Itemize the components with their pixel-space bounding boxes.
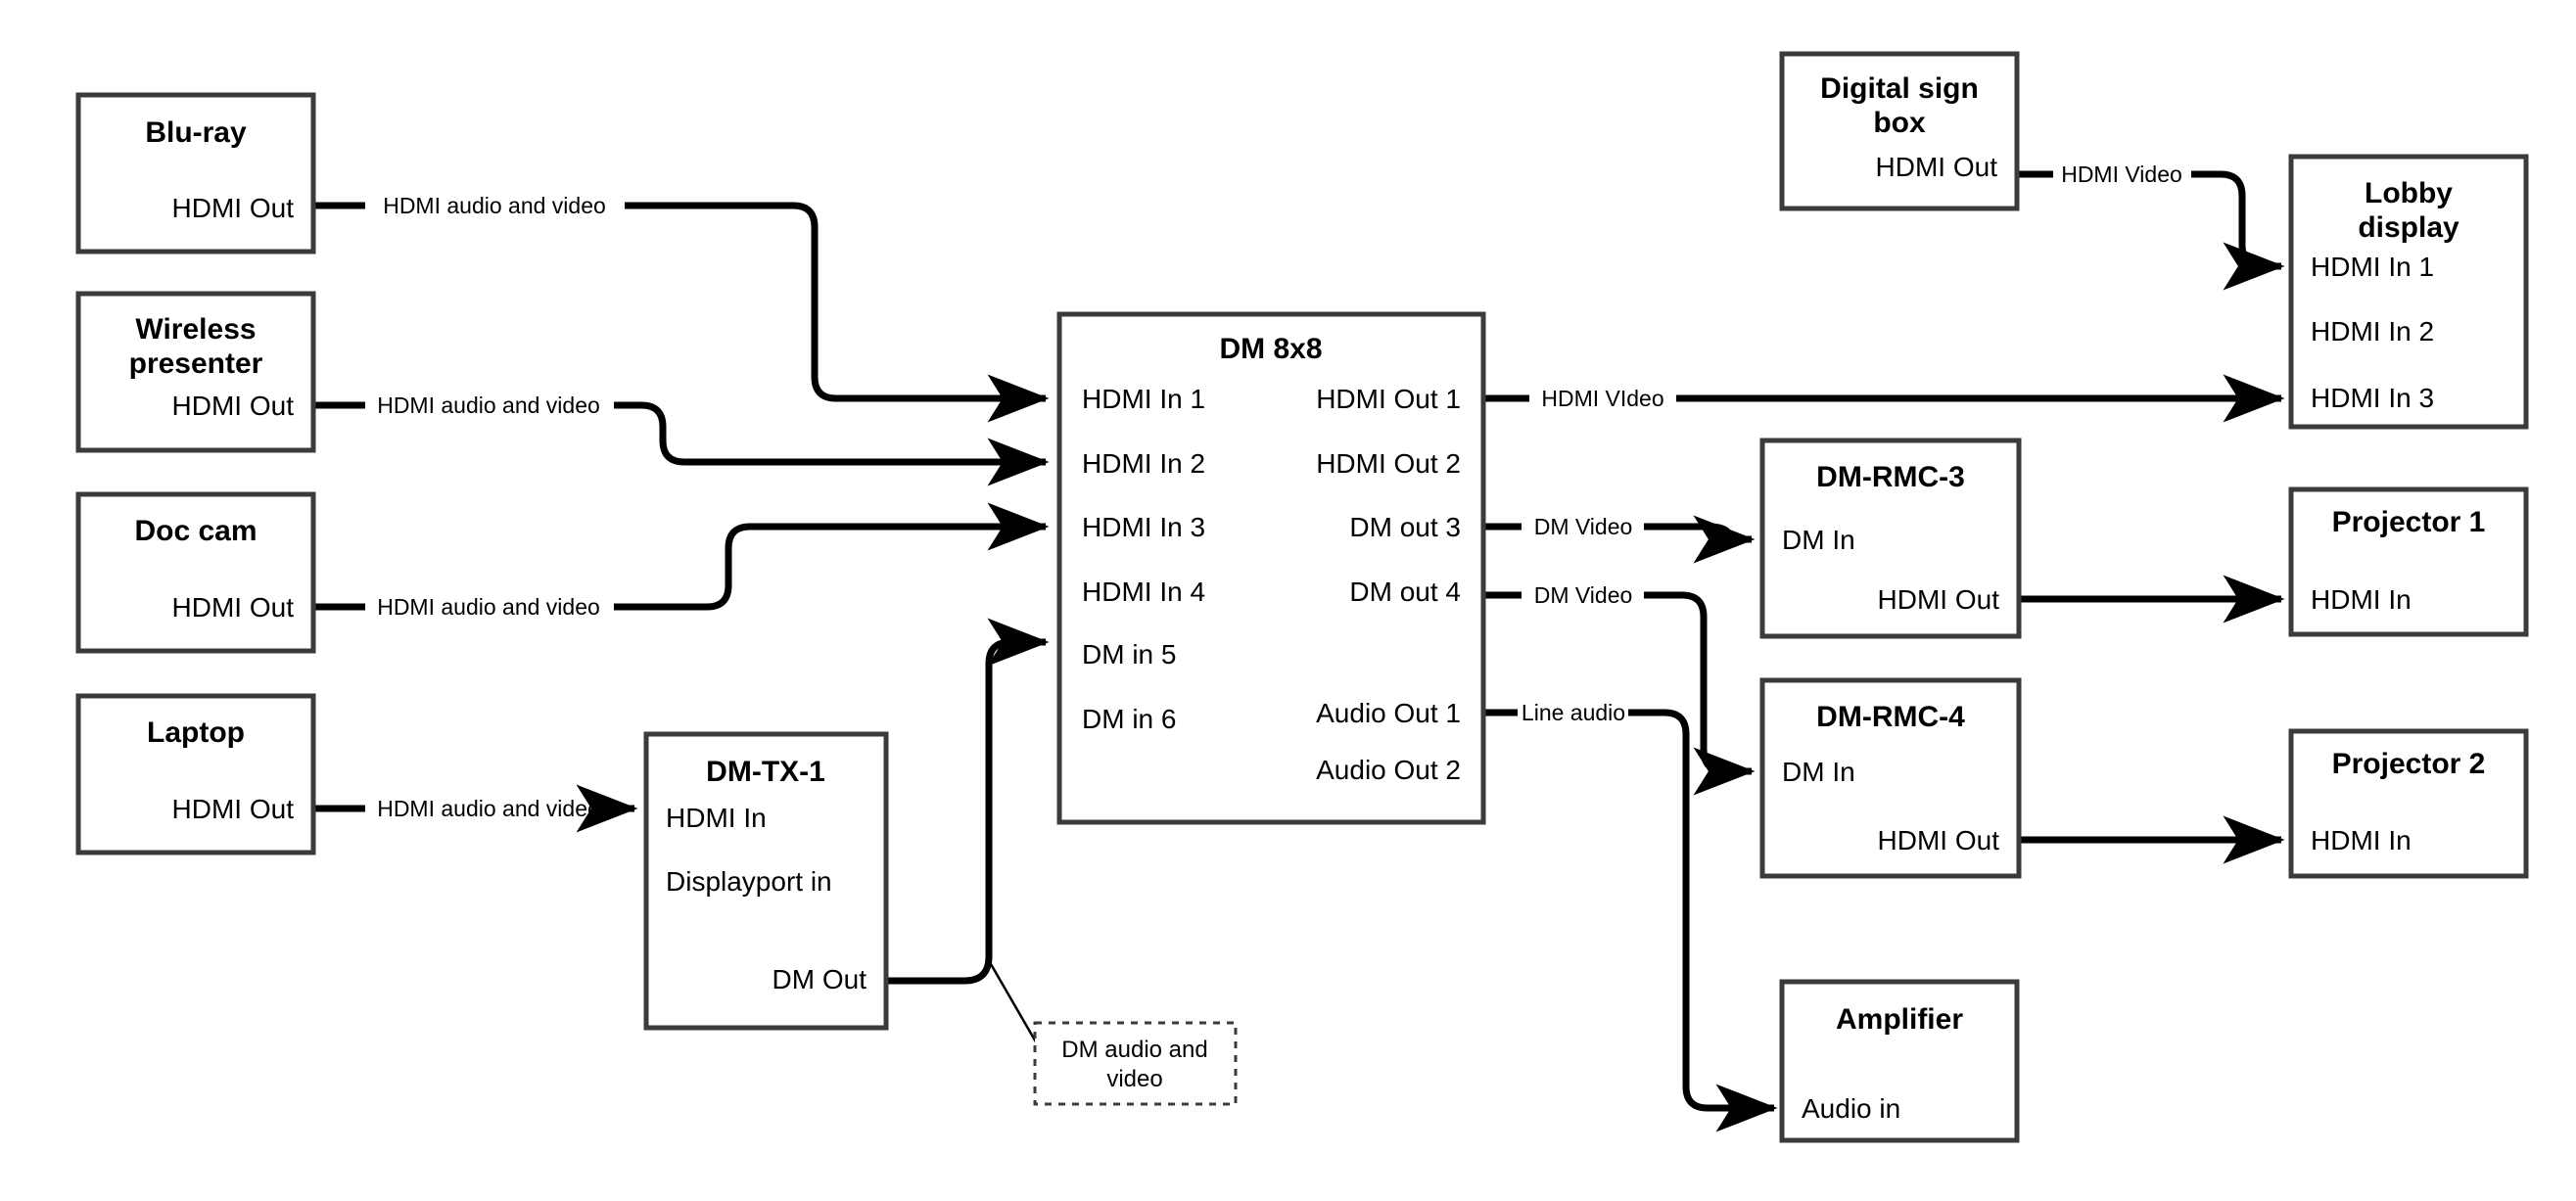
node-projector-1-title: Projector 1: [2332, 506, 2486, 538]
wire-dm8x8-audio1-to-amp: Line audio: [1483, 700, 1778, 1132]
node-laptop-title: Laptop: [147, 716, 245, 749]
edge-label-hdmi-video-out1: HDMI VIdeo: [1541, 386, 1663, 411]
node-dm-tx-1-title: DM-TX-1: [706, 756, 825, 788]
wire-bluray-to-dm8x8: HDMI audio and video: [313, 193, 1050, 423]
node-dm-8x8-port-dm-out-3: DM out 3: [1349, 512, 1461, 542]
node-wireless-presenter-title-line1: Wireless: [135, 313, 256, 346]
node-dm-8x8-port-hdmi-in-1: HDMI In 1: [1082, 384, 1205, 414]
node-dm-8x8-port-hdmi-out-2: HDMI Out 2: [1316, 448, 1461, 479]
node-lobby-display-port-hdmi-in-1: HDMI In 1: [2311, 252, 2434, 282]
annotation-line2: video: [1106, 1066, 1162, 1092]
node-lobby-display-port-hdmi-in-2: HDMI In 2: [2311, 316, 2434, 346]
node-bluray-port-hdmi-out: HDMI Out: [172, 193, 295, 223]
node-wireless-presenter-title-line2: presenter: [129, 347, 263, 380]
node-dm-8x8-port-hdmi-in-2: HDMI In 2: [1082, 448, 1205, 479]
node-lobby-display-port-hdmi-in-3: HDMI In 3: [2311, 383, 2434, 413]
node-dm-rmc-4-port-hdmi-out: HDMI Out: [1878, 825, 2000, 855]
node-dm-8x8-port-hdmi-in-4: HDMI In 4: [1082, 577, 1205, 607]
node-bluray-title: Blu-ray: [145, 116, 247, 149]
node-dm-rmc-3-port-dm-in: DM In: [1782, 525, 1855, 555]
node-doc-cam[interactable]: Doc cam HDMI Out: [75, 491, 316, 654]
wire-signbox-to-lobby: HDMI Video: [2017, 162, 2285, 291]
node-dm-rmc-4-port-dm-in: DM In: [1782, 757, 1855, 787]
node-dm-tx-1-port-hdmi-in: HDMI In: [666, 803, 767, 833]
node-dm-tx-1-port-dm-out: DM Out: [773, 964, 867, 994]
wire-wireless-to-dm8x8: HDMI audio and video: [313, 393, 1050, 486]
node-projector-1[interactable]: Projector 1 HDMI In: [2288, 486, 2529, 637]
node-projector-1-port-hdmi-in: HDMI In: [2311, 584, 2412, 615]
edge-label-bluray: HDMI audio and video: [383, 193, 606, 218]
node-dm-8x8-port-audio-out-1: Audio Out 1: [1316, 698, 1461, 728]
node-dm-8x8-port-hdmi-out-1: HDMI Out 1: [1316, 384, 1461, 414]
node-dm-8x8-port-dm-in-6: DM in 6: [1082, 704, 1176, 734]
edge-label-wireless: HDMI audio and video: [377, 393, 600, 418]
wire-dm8x8-out1-to-lobby: HDMI VIdeo: [1483, 374, 2285, 423]
node-dm-8x8-port-dm-in-5: DM in 5: [1082, 639, 1176, 670]
node-wireless-presenter[interactable]: Wireless presenter HDMI Out: [75, 291, 316, 453]
node-laptop[interactable]: Laptop HDMI Out: [75, 693, 316, 855]
node-doc-cam-title: Doc cam: [134, 515, 257, 547]
node-amplifier-title: Amplifier: [1836, 1003, 1963, 1036]
annotation-dm-audio-and-video: DM audio and video: [1033, 1021, 1238, 1106]
node-projector-2-title: Projector 2: [2332, 748, 2486, 780]
node-bluray[interactable]: Blu-ray HDMI Out: [75, 92, 316, 254]
wire-dmtx1-to-dm8x8: [886, 618, 1050, 985]
node-dm-rmc-4[interactable]: DM-RMC-4 DM In HDMI Out: [1759, 677, 2022, 879]
node-digital-sign-box-title-line1: Digital sign: [1820, 72, 1979, 105]
node-amplifier[interactable]: Amplifier Audio in: [1779, 979, 2020, 1143]
node-dm-rmc-3-title: DM-RMC-3: [1816, 461, 1965, 493]
node-dm-8x8-port-dm-out-4: DM out 4: [1349, 577, 1461, 607]
node-digital-sign-box-title-line2: box: [1873, 107, 1926, 139]
wire-dm8x8-out3-to-rmc3: DM Video: [1483, 514, 1756, 564]
node-dm-8x8-title: DM 8x8: [1219, 333, 1322, 365]
node-dm-8x8-port-hdmi-in-3: HDMI In 3: [1082, 512, 1205, 542]
edge-label-line-audio: Line audio: [1522, 700, 1625, 725]
edge-label-laptop: HDMI audio and video: [377, 796, 600, 821]
node-digital-sign-box[interactable]: Digital sign box HDMI Out: [1779, 51, 2020, 211]
node-dm-rmc-4-title: DM-RMC-4: [1816, 701, 1965, 733]
node-lobby-display[interactable]: Lobby display HDMI In 1 HDMI In 2 HDMI I…: [2288, 154, 2529, 430]
edge-label-dm-video-out3: DM Video: [1534, 514, 1633, 539]
node-laptop-port-hdmi-out: HDMI Out: [172, 794, 295, 824]
annotation-line1: DM audio and: [1061, 1037, 1207, 1063]
node-dm-8x8[interactable]: DM 8x8 HDMI In 1 HDMI In 2 HDMI In 3 HDM…: [1056, 311, 1486, 825]
edge-label-signbox-hdmi-video: HDMI Video: [2061, 162, 2182, 187]
node-lobby-display-title-line1: Lobby: [2365, 177, 2453, 209]
node-amplifier-port-audio-in: Audio in: [1802, 1093, 1900, 1124]
node-doc-cam-port-hdmi-out: HDMI Out: [172, 592, 295, 623]
edge-label-doccam: HDMI audio and video: [377, 594, 600, 620]
node-lobby-display-title-line2: display: [2358, 211, 2459, 244]
edge-label-dm-video-out4: DM Video: [1534, 582, 1633, 608]
leader-line-dm-audio-video: [985, 956, 1040, 1046]
node-projector-2-port-hdmi-in: HDMI In: [2311, 825, 2412, 855]
node-dm-rmc-3[interactable]: DM-RMC-3 DM In HDMI Out: [1759, 438, 2022, 639]
node-wireless-presenter-port-hdmi-out: HDMI Out: [172, 391, 295, 421]
wire-doccam-to-dm8x8: HDMI audio and video: [313, 502, 1050, 620]
wire-dm8x8-out4-to-rmc4: DM Video: [1483, 582, 1756, 796]
node-projector-2[interactable]: Projector 2 HDMI In: [2288, 728, 2529, 879]
node-dm-rmc-3-port-hdmi-out: HDMI Out: [1878, 584, 2000, 615]
node-dm-tx-1-port-displayport-in: Displayport in: [666, 866, 832, 897]
node-dm-8x8-port-audio-out-2: Audio Out 2: [1316, 755, 1461, 785]
node-digital-sign-box-port-hdmi-out: HDMI Out: [1876, 152, 1998, 182]
node-dm-tx-1[interactable]: DM-TX-1 HDMI In Displayport in DM Out: [643, 731, 889, 1031]
wire-laptop-to-dmtx1: HDMI audio and video: [313, 784, 638, 833]
